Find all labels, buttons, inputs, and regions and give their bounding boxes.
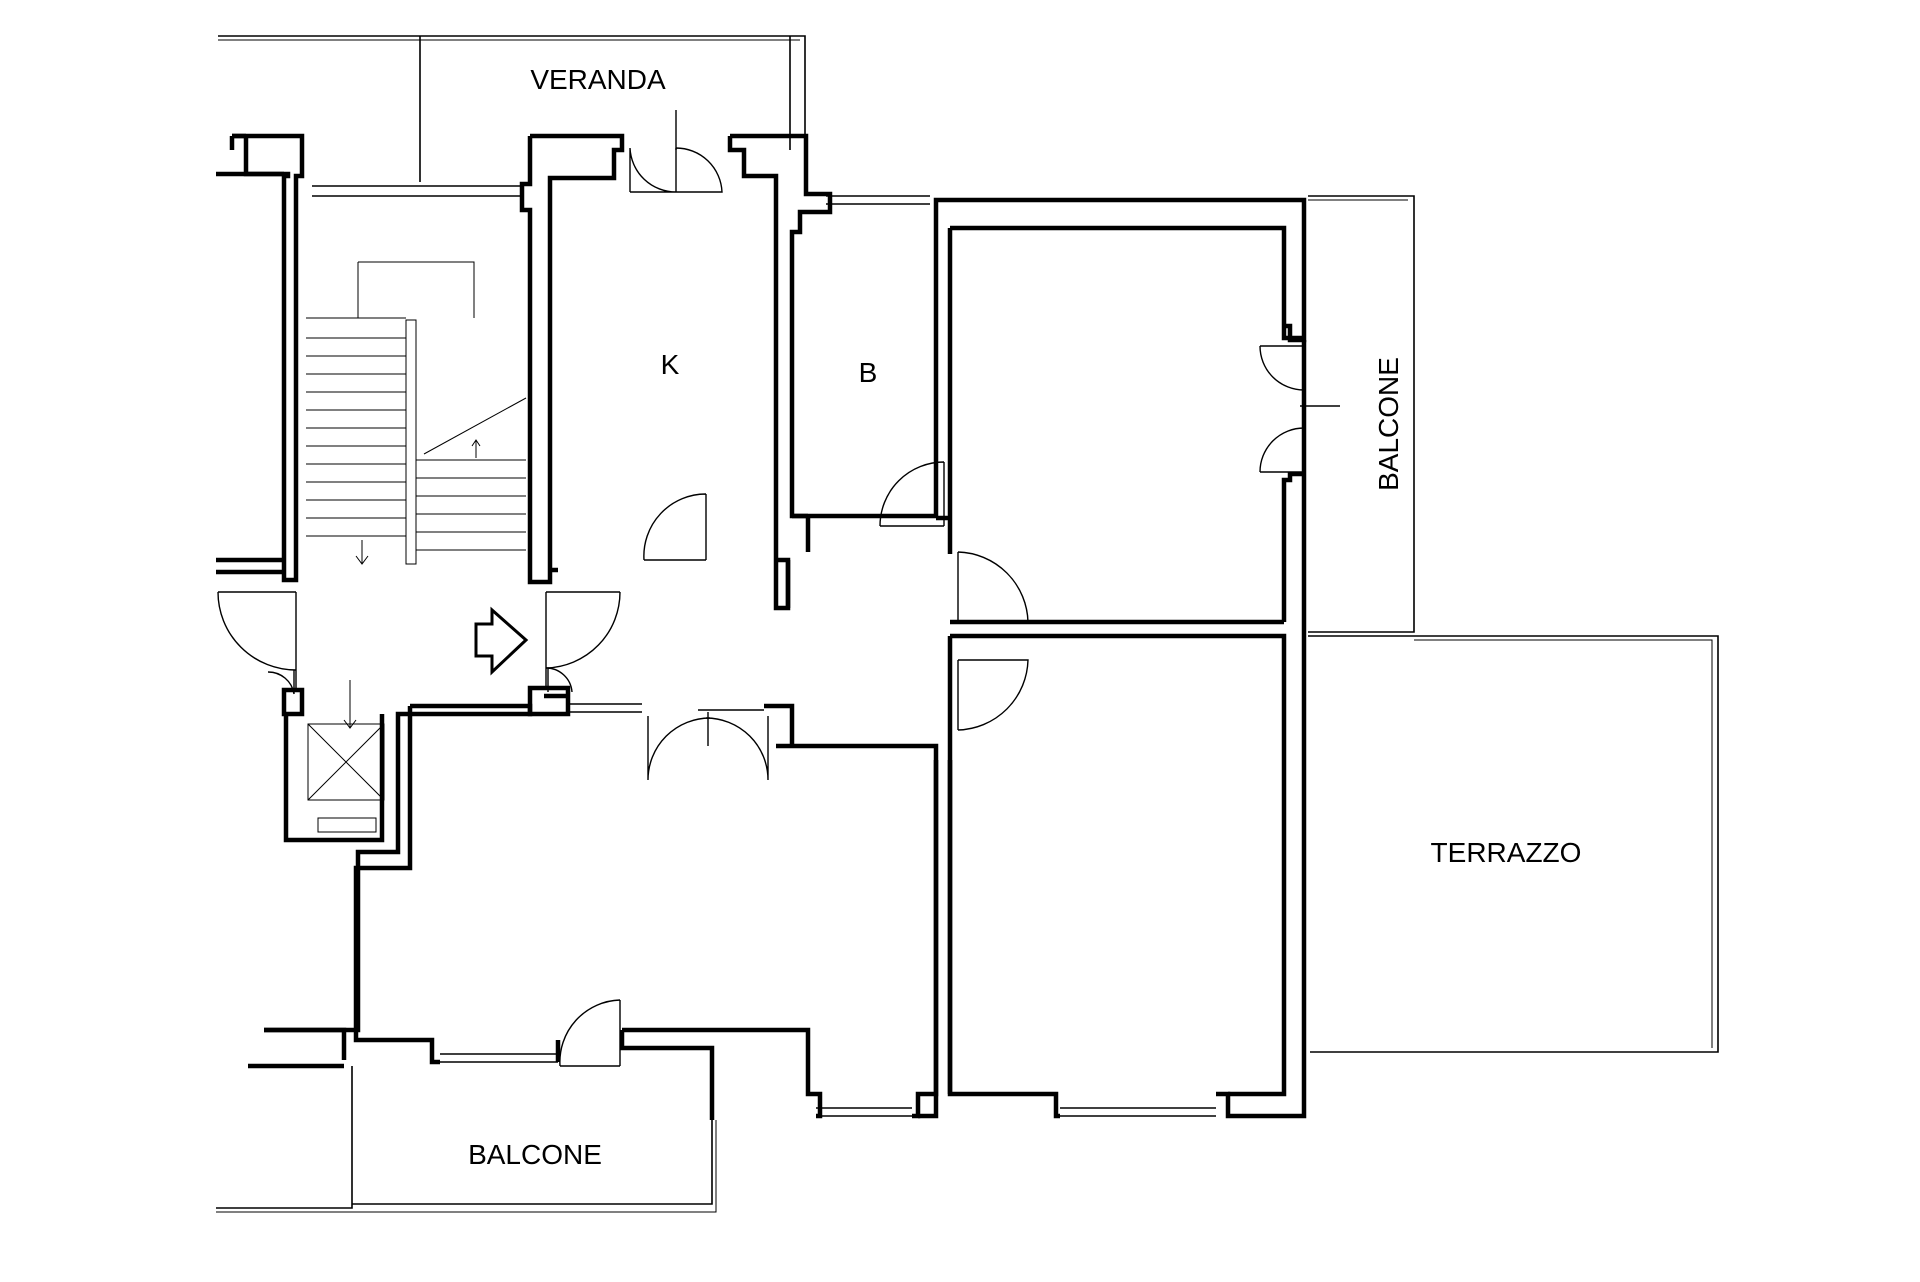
staircase <box>306 261 527 565</box>
entrance-arrow-icon <box>474 606 529 676</box>
label-terrazzo: TERRAZZO <box>1431 837 1582 868</box>
right-balcony-outline <box>1308 195 1415 633</box>
label-veranda: VERANDA <box>530 64 666 95</box>
label-kitchen: K <box>661 349 680 380</box>
windows <box>312 185 1216 1117</box>
label-balcone-bottom: BALCONE <box>468 1139 602 1170</box>
doors <box>217 110 1340 1067</box>
label-balcone-right: BALCONE <box>1373 357 1404 491</box>
terrace-outline <box>1308 635 1719 1053</box>
bottom-balcony-outline <box>216 1066 717 1213</box>
label-bath: B <box>859 357 878 388</box>
elevator <box>307 680 385 833</box>
walls <box>216 133 1307 1120</box>
veranda-outline <box>218 35 806 182</box>
